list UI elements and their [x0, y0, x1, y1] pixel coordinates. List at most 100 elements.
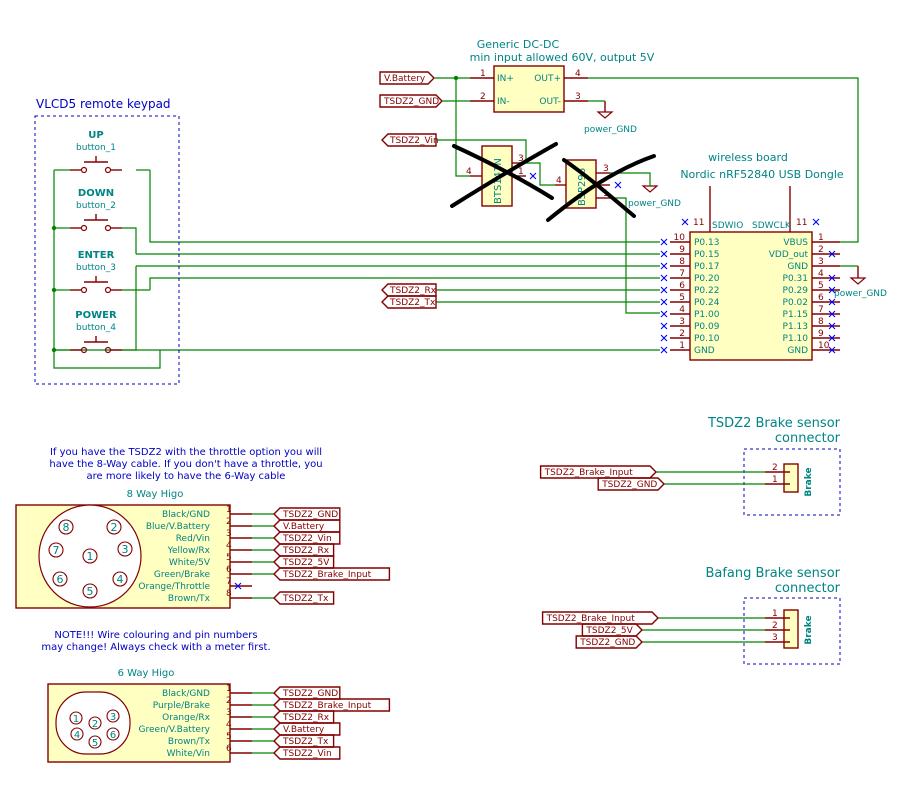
pin-number: 9	[818, 329, 824, 339]
svg-text:TSDZ2_GND: TSDZ2_GND	[383, 97, 439, 107]
pin-number: 5	[226, 553, 232, 563]
dcdc-pin-outplus: OUT+	[534, 74, 561, 84]
pin-number: 4	[226, 720, 232, 730]
pin-n11a: 11	[693, 218, 704, 228]
pin-label: P0.22	[694, 286, 719, 296]
pin-number: 2	[226, 517, 232, 527]
pin-number: 3	[818, 257, 824, 267]
net-label: TSDZ2_Brake_Input	[273, 698, 391, 712]
strike-line	[562, 158, 636, 218]
pin-sdwio: SDWIO	[712, 221, 743, 231]
no-connect-mark	[828, 346, 836, 354]
svg-text:TSDZ2_Tx: TSDZ2_Tx	[389, 298, 436, 308]
svg-text:3: 3	[603, 164, 609, 174]
no-connect-mark	[828, 274, 836, 282]
face-pin	[70, 727, 84, 741]
no-connect-mark	[828, 250, 836, 258]
label-tsdz2-vin: TSDZ2_Vin	[381, 133, 439, 147]
pin-label: P0.09	[694, 322, 720, 332]
label-tsdz2-tx: TSDZ2_Tx	[381, 295, 437, 309]
dcdc-n3: 3	[575, 92, 581, 102]
wire-colour: Yellow/Rx	[167, 546, 211, 556]
wireless-title: wireless board	[708, 151, 788, 164]
pin-label: P0.02	[783, 298, 808, 308]
dcdc-subtitle: min input allowed 60V, output 5V	[470, 51, 655, 64]
no-connect-mark	[828, 334, 836, 342]
wire-colour: Green/V.Battery	[139, 725, 211, 735]
wire-colour: Red/Vin	[176, 534, 210, 544]
pin-number: 1	[226, 684, 232, 694]
pin-sdwclk: SDWCLK	[752, 221, 792, 231]
keypad-buttons: UPbutton_1DOWNbutton_2ENTERbutton_3POWER…	[70, 130, 122, 354]
pin-label: VBUS	[783, 238, 808, 248]
wire-colour: White/5V	[169, 558, 211, 568]
pin-number: 9	[679, 245, 685, 255]
bafang-brake-connector: Bafang Brake sensor connector Brake 1TSD…	[541, 566, 841, 665]
dcdc-converter: Generic DC-DC min input allowed 60V, out…	[470, 38, 655, 113]
strike-line	[546, 154, 656, 222]
svg-text:TSDZ2_GND: TSDZ2_GND	[282, 510, 338, 520]
note-warn-line1: NOTE!!! Wire colouring and pin numbers	[54, 630, 257, 641]
pin-number: 2	[226, 696, 232, 706]
face-pin-number: 5	[92, 738, 98, 749]
pin-number: 5	[818, 281, 824, 291]
pin-number: 1	[679, 341, 685, 351]
no-connect-mark	[660, 238, 668, 246]
tsdz2-brake-title1: TSDZ2 Brake sensor	[707, 416, 841, 431]
pin-number: 2	[772, 621, 778, 631]
tsdz2-brake-frame	[743, 448, 841, 516]
face-pin-number: 4	[117, 573, 124, 586]
svg-text:1: 1	[518, 167, 524, 177]
wire-colour: Brown/Tx	[168, 594, 211, 604]
pin-label: P0.10	[694, 334, 720, 344]
keypad-title: VLCD5 remote keypad	[36, 97, 171, 111]
note-cable-line3: are more likely to have the 6-Way cable	[87, 471, 286, 482]
net-label: TSDZ2_Tx	[273, 734, 335, 748]
pin-number: 3	[772, 633, 778, 643]
dcdc-n2: 2	[480, 92, 486, 102]
wire-colour: Black/GND	[162, 689, 210, 699]
higo8-title: 8 Way Higo	[127, 489, 184, 500]
wireless-body	[689, 231, 813, 361]
pin-n11b: 11	[796, 218, 807, 228]
face-pin	[88, 716, 102, 730]
pin-number: 5	[679, 293, 685, 303]
pin-number: 1	[818, 233, 824, 243]
pin-number: 2	[679, 329, 685, 339]
pin-label: GND	[787, 346, 808, 356]
tsdz2-brake-connector: TSDZ2 Brake sensor connector Brake 21TSD…	[539, 416, 841, 516]
face-pin-number: 6	[110, 730, 116, 741]
pin-label: P1.10	[783, 334, 809, 344]
net-label: TSDZ2_GND	[597, 477, 665, 491]
wire-colour: Blue/V.Battery	[146, 522, 211, 532]
pin-label: P0.29	[783, 286, 809, 296]
svg-text:3: 3	[518, 154, 524, 164]
pin-number: 8	[226, 589, 232, 599]
bafang-brake-title2: connector	[775, 581, 841, 596]
power-gnd-label-3: power_GND	[834, 289, 887, 299]
bafang-brake-label: Brake	[804, 615, 814, 644]
face-pin	[52, 571, 68, 587]
svg-text:TSDZ2_Brake_Input: TSDZ2_Brake_Input	[282, 570, 372, 580]
net-label: V.Battery	[273, 519, 341, 533]
face-pin-number: 1	[73, 714, 79, 725]
pin-number: 2	[772, 463, 778, 473]
button-name: UP	[88, 130, 103, 141]
higo6-title: 6 Way Higo	[118, 668, 175, 679]
bts141n-transistor: BTS141N 4 3 1	[450, 142, 558, 208]
dcdc-pin-outminus: OUT-	[539, 97, 561, 107]
face-pin-number: 5	[87, 585, 94, 598]
net-label: TSDZ2_Brake_Input	[541, 611, 659, 625]
no-connect-mark	[234, 582, 242, 590]
face-pin	[48, 542, 64, 558]
button-ref: button_2	[76, 201, 116, 211]
pin-label: P0.24	[694, 298, 720, 308]
note-cable-line2: have the 8-Way cable. If you don't have …	[49, 459, 322, 470]
